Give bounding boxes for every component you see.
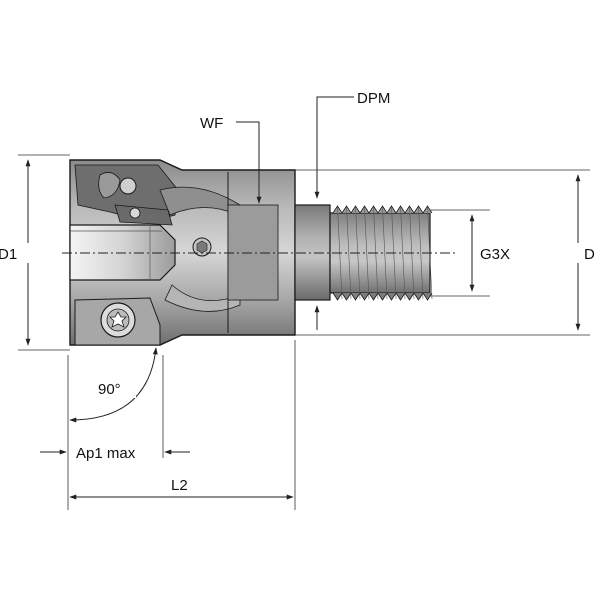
clamp-screw-icon bbox=[129, 207, 141, 219]
thread-tooth-bottom bbox=[404, 292, 415, 301]
thread-tooth-bottom bbox=[395, 292, 406, 301]
thread-helix-line bbox=[382, 206, 388, 300]
label-l2: L2 bbox=[171, 477, 188, 494]
thread-tooth-bottom bbox=[386, 292, 397, 301]
hex-socket-inner bbox=[196, 240, 208, 254]
dimension-wf: WF bbox=[200, 115, 262, 204]
label-d: D bbox=[584, 246, 595, 263]
thread-helix-line bbox=[418, 206, 424, 300]
thread-tooth-bottom bbox=[332, 292, 343, 301]
dimension-d: D bbox=[568, 174, 600, 331]
label-g3x: G3X bbox=[480, 246, 510, 263]
dimension-ap1max: Ap1 max bbox=[40, 445, 190, 462]
top-screw-icon bbox=[119, 177, 137, 195]
thread-helix-line bbox=[364, 206, 370, 300]
dimension-g3x: G3X bbox=[469, 214, 526, 292]
dimension-angle: 90° bbox=[69, 347, 158, 423]
dimension-dpm: DPM bbox=[314, 90, 390, 330]
insert-clamp bbox=[114, 204, 173, 226]
thread-tooth-bottom bbox=[359, 292, 370, 301]
dimension-l2: L2 bbox=[69, 474, 294, 500]
label-ap1max: Ap1 max bbox=[76, 445, 136, 462]
label-wf: WF bbox=[200, 115, 223, 132]
thread-helix-line bbox=[400, 206, 406, 300]
torx-star-icon bbox=[109, 311, 127, 328]
thread-tooth-bottom bbox=[377, 292, 388, 301]
thread-tooth-bottom bbox=[350, 292, 361, 301]
thread-helix-line bbox=[346, 206, 352, 300]
label-angle: 90° bbox=[98, 381, 121, 398]
top-pocket bbox=[98, 172, 121, 199]
label-dpm: DPM bbox=[357, 90, 390, 107]
tool-body-group bbox=[69, 159, 433, 346]
thread-tooth-bottom bbox=[413, 292, 424, 301]
thread-tooth-bottom bbox=[422, 292, 433, 301]
thread-tooth-bottom bbox=[341, 292, 352, 301]
thread-tooth-bottom bbox=[368, 292, 379, 301]
body-neck bbox=[227, 204, 279, 301]
extension-lines bbox=[18, 154, 590, 510]
dimension-d1: D1 bbox=[0, 159, 31, 346]
label-d1: D1 bbox=[0, 246, 17, 263]
